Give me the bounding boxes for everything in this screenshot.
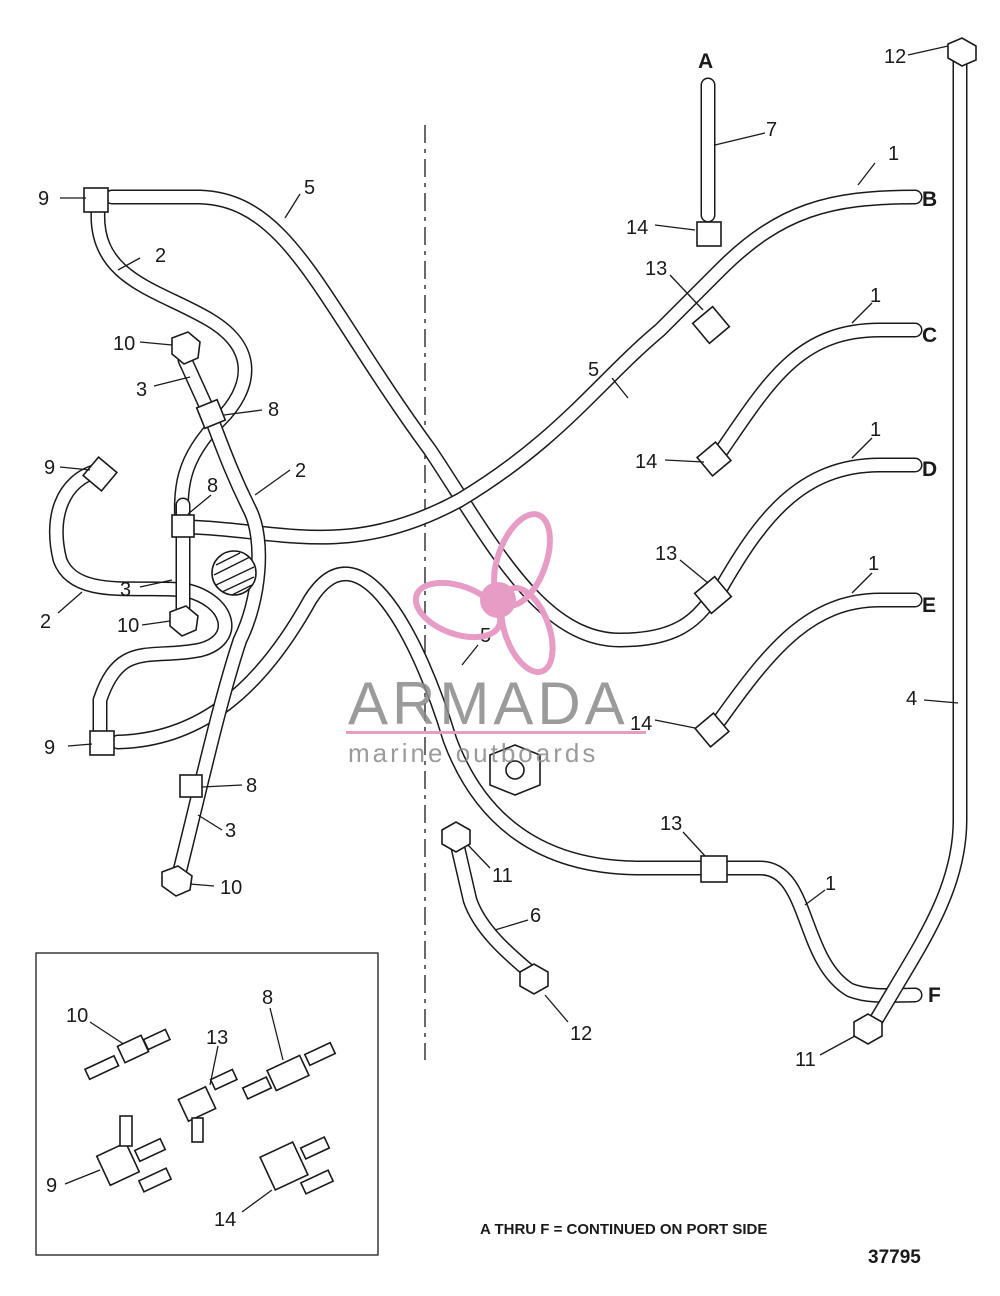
callout-10-bottom: 10 — [220, 877, 242, 899]
callout-3-top: 3 — [136, 379, 147, 401]
elbow-fitting-9-mid — [81, 455, 119, 493]
callout-8-mid: 8 — [207, 475, 218, 497]
nut-fitting-11-left — [441, 821, 471, 853]
callout-1-e: 1 — [868, 553, 879, 575]
callout-1-f: 1 — [825, 873, 836, 895]
inset-fitting-8 — [265, 1054, 311, 1092]
inset-callout-8: 8 — [262, 987, 273, 1009]
nut-fitting-10-bottom — [161, 865, 193, 897]
nut-fitting-12-top — [947, 37, 977, 67]
letter-a: A — [698, 50, 713, 73]
callout-14-e: 14 — [630, 713, 652, 735]
callout-6: 6 — [530, 905, 541, 927]
nut-fitting-10-mid — [169, 605, 199, 637]
check-valve-8-top — [195, 398, 227, 430]
continued-note: A THRU F = CONTINUED ON PORT SIDE — [480, 1221, 767, 1238]
inset-border — [35, 952, 379, 1256]
fittings — [81, 37, 977, 1045]
watermark-tagline: marine outboards — [348, 738, 598, 768]
inset-fitting-9 — [95, 1141, 141, 1187]
letter-c: C — [922, 324, 937, 347]
cap-fitting-14-c — [695, 440, 733, 478]
callout-12-top: 12 — [884, 46, 906, 68]
check-valve-8-mid — [171, 514, 195, 538]
inset-callout-13: 13 — [206, 1027, 228, 1049]
watermark-underline — [346, 731, 646, 734]
callout-11-left: 11 — [492, 865, 513, 887]
connection-letters: A B C D E F — [698, 50, 941, 1007]
elbow-fitting-9-top — [83, 187, 109, 213]
callout-12-bottom: 12 — [570, 1023, 592, 1045]
callout-2-mid: 2 — [295, 460, 306, 482]
tee-fitting-13-mid — [693, 575, 733, 615]
check-valve-8-bottom — [179, 774, 203, 798]
callout-5-top: 5 — [304, 177, 315, 199]
inset-callout-14: 14 — [214, 1209, 236, 1231]
callout-14-top: 14 — [626, 217, 648, 239]
letter-b: B — [922, 188, 937, 211]
cap-fitting-14-e — [693, 711, 731, 749]
callout-8-bottom: 8 — [246, 775, 257, 797]
callout-1-b: 1 — [888, 143, 899, 165]
callout-9-top: 9 — [38, 188, 49, 210]
fitting-key-inset: 10 13 8 9 14 — [35, 952, 379, 1256]
callout-11-right: 11 — [795, 1049, 816, 1071]
hatch-lines — [213, 552, 255, 596]
elbow-fitting-9-bottom — [89, 730, 115, 756]
propeller-logo — [412, 511, 556, 676]
callout-1-c: 1 — [870, 285, 881, 307]
letter-e: E — [922, 594, 936, 617]
inset-callout-9: 9 — [46, 1175, 57, 1197]
callout-1-d: 1 — [870, 419, 881, 441]
callout-7: 7 — [766, 119, 777, 141]
watermark-brand: ARMADA — [348, 670, 629, 737]
callout-3-bottom: 3 — [225, 820, 236, 842]
nut-fitting-10-top — [171, 331, 201, 365]
callout-4: 4 — [906, 688, 917, 710]
letter-d: D — [922, 458, 937, 481]
callout-9-mid: 9 — [44, 457, 55, 479]
callout-8-top: 8 — [268, 399, 279, 421]
inset-fitting-13 — [177, 1085, 217, 1123]
armada-watermark: ARMADA marine outboards — [346, 511, 646, 768]
callout-9-bottom: 9 — [44, 737, 55, 759]
hex-nut-hole — [505, 760, 525, 780]
callout-2-top: 2 — [155, 245, 166, 267]
callout-2-left: 2 — [40, 611, 51, 633]
nut-fitting-12-bottom — [519, 963, 549, 995]
callout-13-mid: 13 — [655, 543, 677, 565]
callout-13-bottom: 13 — [660, 813, 682, 835]
leader-lines — [57, 45, 959, 1056]
inset-fitting-14 — [259, 1141, 309, 1191]
callout-10-mid: 10 — [117, 615, 139, 637]
tee-fitting-13-top — [691, 305, 731, 345]
cap-fitting-14-top — [696, 221, 722, 247]
callout-13-top: 13 — [645, 258, 667, 280]
inset-callout-10: 10 — [66, 1005, 88, 1027]
callout-5-right: 5 — [588, 359, 599, 381]
figure-number: 37795 — [868, 1247, 921, 1268]
callout-10-top: 10 — [113, 333, 135, 355]
letter-f: F — [928, 984, 941, 1007]
callout-14-c: 14 — [635, 451, 657, 473]
tee-fitting-13-bottom — [700, 855, 728, 883]
callout-3-mid: 3 — [120, 579, 131, 601]
